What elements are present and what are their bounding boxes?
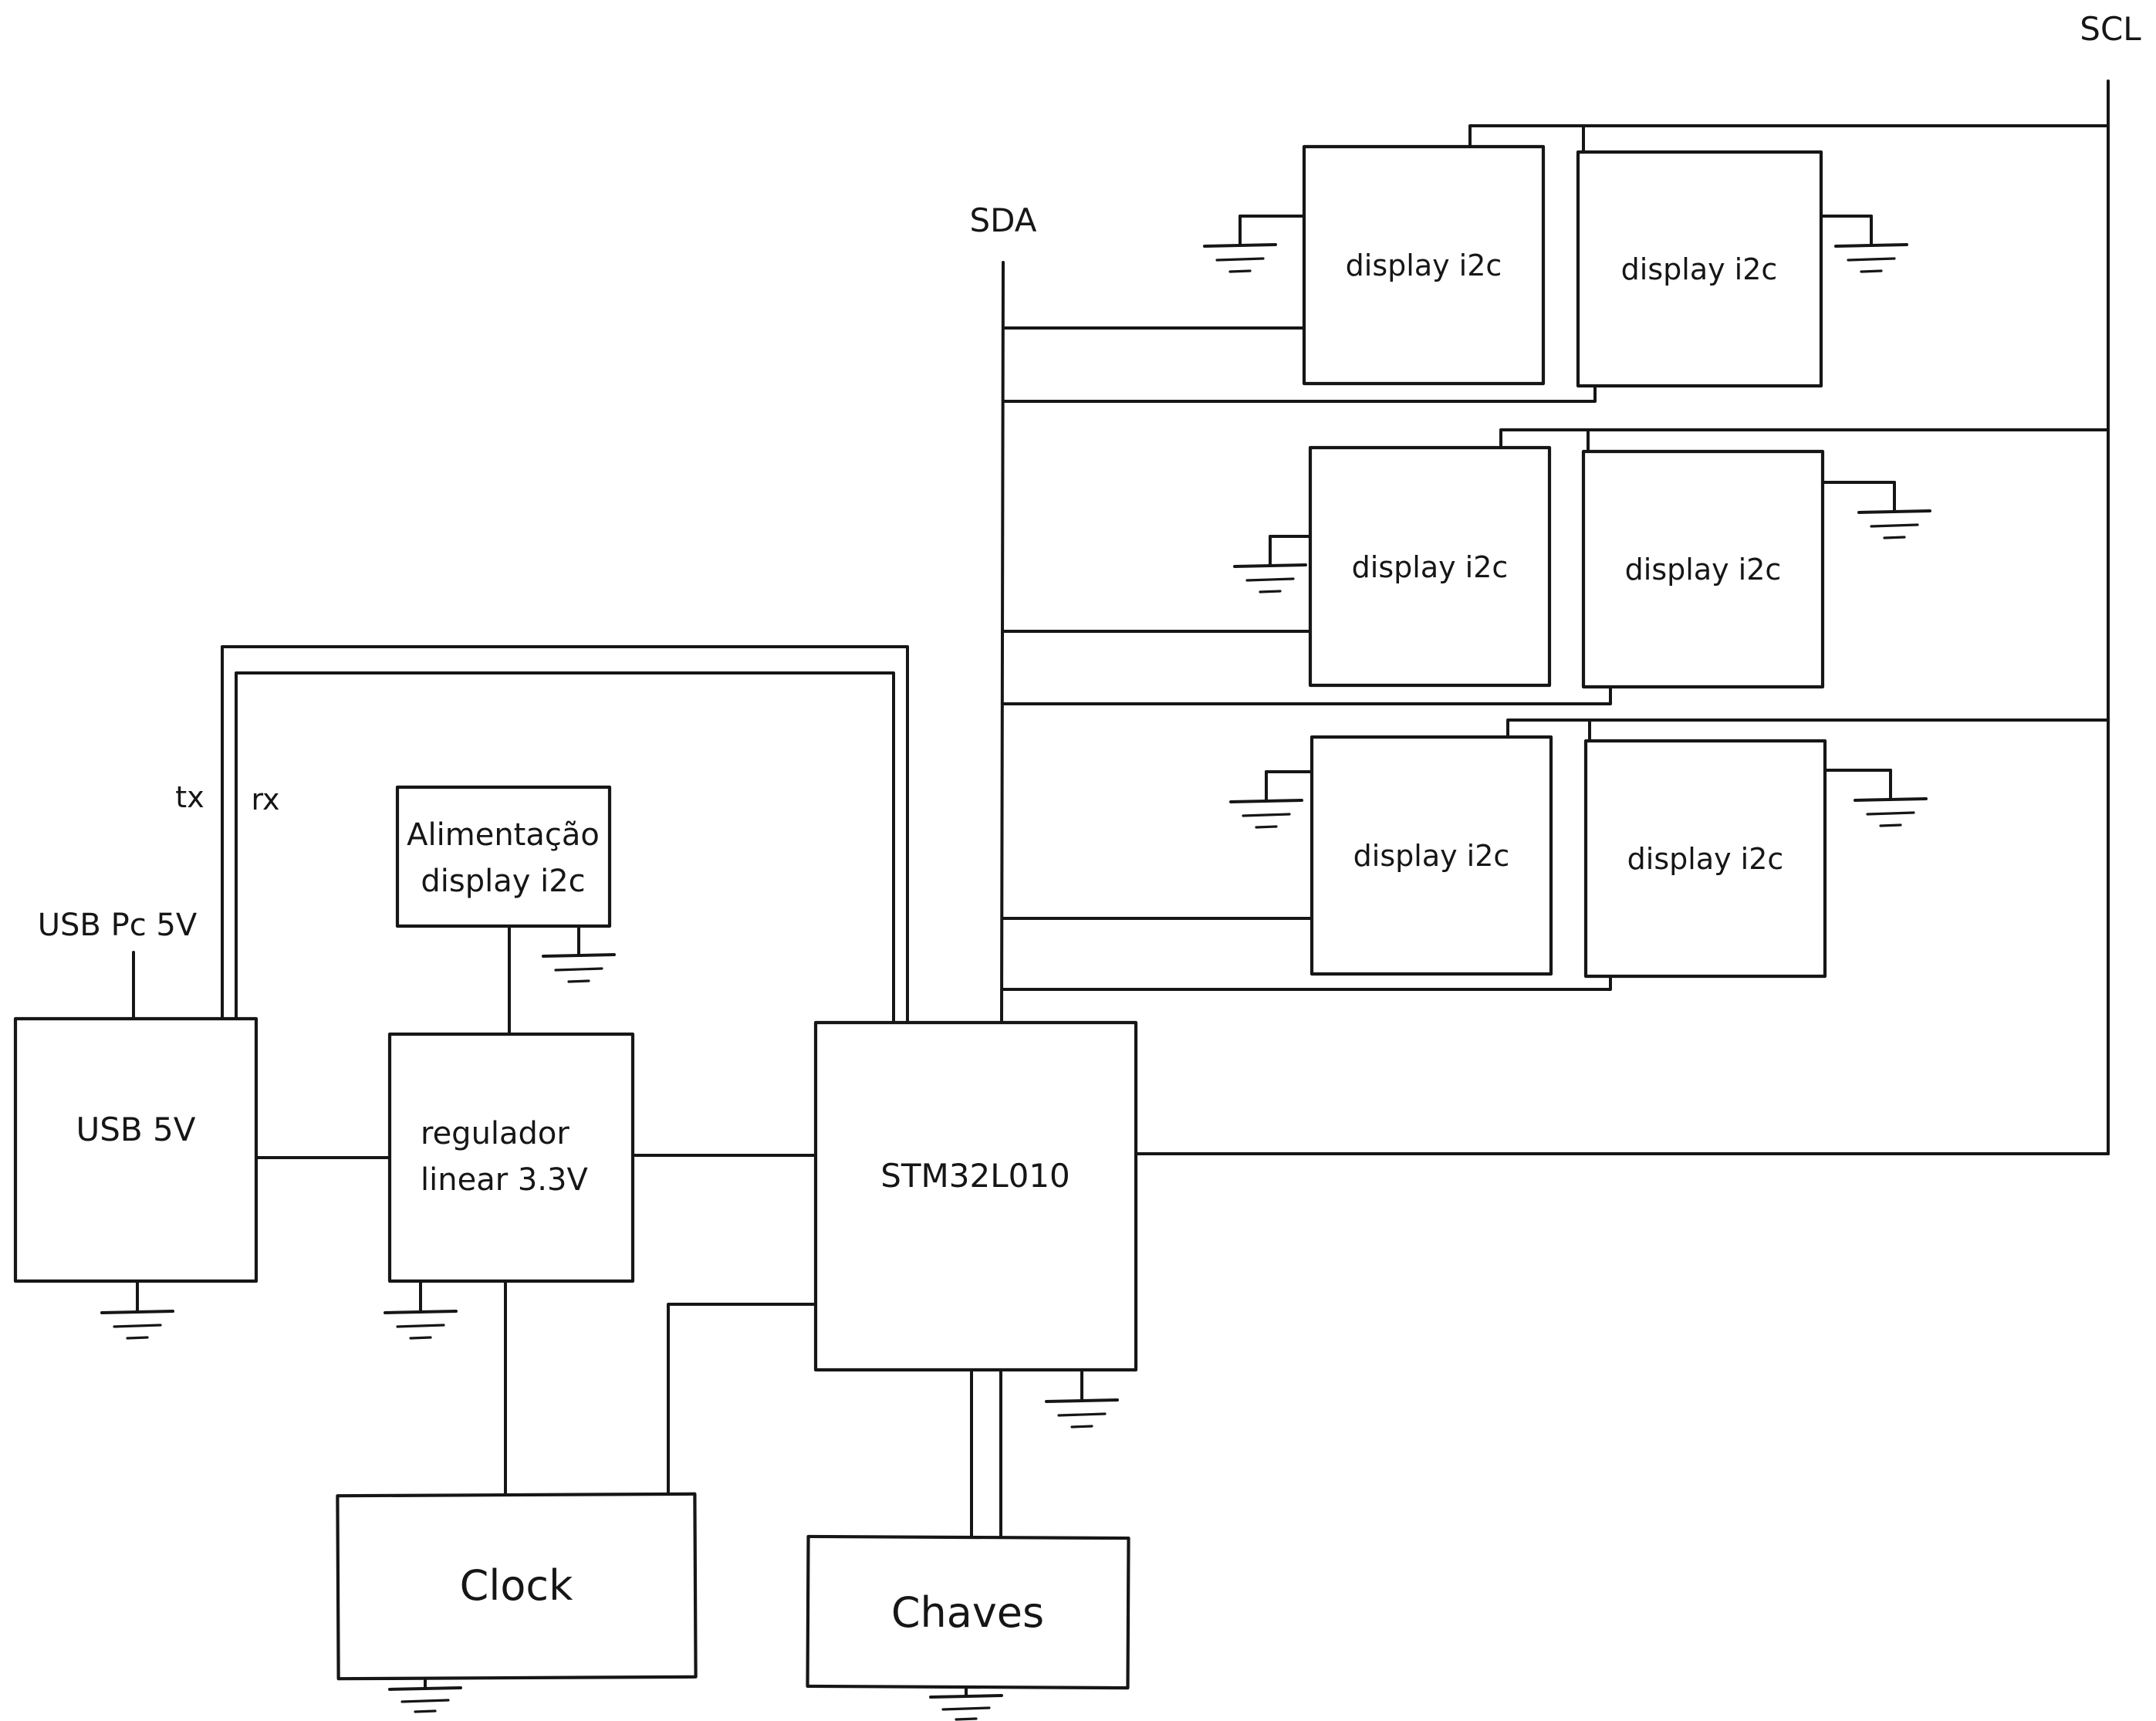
clock-label: Clock xyxy=(460,1561,573,1610)
chaves-label: Chaves xyxy=(891,1588,1044,1637)
usb-ground-icon xyxy=(100,1281,174,1340)
usb-pc-5v-label: USB Pc 5V xyxy=(38,908,198,943)
display-label-1: display i2c xyxy=(1346,249,1502,282)
display-label-2: display i2c xyxy=(1621,252,1778,286)
clock-block xyxy=(336,1492,698,1681)
display-block-2 xyxy=(1576,150,1823,388)
display-block-1 xyxy=(1302,144,1546,386)
display-power-block xyxy=(395,785,612,928)
row1-scl-wire xyxy=(1468,124,2110,148)
display2-ground-icon xyxy=(1834,215,1908,273)
display4-ground-icon xyxy=(1857,481,1931,539)
sda-label: SDA xyxy=(970,201,1037,239)
display-label-3: display i2c xyxy=(1352,550,1509,584)
row1-sda-wire-right xyxy=(1002,384,1597,403)
mcu-ground-icon xyxy=(1045,1370,1119,1429)
regulator-label-line1: regulador xyxy=(421,1116,569,1151)
display-block-3 xyxy=(1308,445,1552,688)
tx-wire xyxy=(221,645,909,1040)
display-block-4 xyxy=(1581,449,1825,689)
chaves-block xyxy=(806,1534,1130,1690)
mcu-block xyxy=(813,1020,1138,1372)
display-label-4: display i2c xyxy=(1625,553,1782,587)
usb-5v-block xyxy=(13,1016,259,1283)
row2-sda-wire-right xyxy=(1002,685,1612,705)
clock-ground-icon xyxy=(388,1678,462,1713)
display5-ground-icon xyxy=(1229,770,1303,829)
sda-bus-line xyxy=(1000,261,1005,1024)
display-label-5: display i2c xyxy=(1353,839,1510,873)
scl-label: SCL xyxy=(2080,10,2141,48)
row2-scl-wire xyxy=(1499,428,2110,449)
usb-5v-label: USB 5V xyxy=(76,1111,195,1148)
regulator-block xyxy=(387,1032,635,1283)
display-power-label-line1: Alimentação xyxy=(407,817,600,853)
display-label-6: display i2c xyxy=(1627,842,1784,876)
display-power-label-line2: display i2c xyxy=(421,864,585,899)
tx-label: tx xyxy=(175,780,204,814)
row3-sda-wire-right xyxy=(1002,972,1612,991)
row3-scl-wire xyxy=(1506,718,2110,739)
display1-ground-icon xyxy=(1203,215,1277,273)
display-block-6 xyxy=(1583,739,1827,979)
display-power-ground-icon xyxy=(542,925,616,983)
display6-ground-icon xyxy=(1854,769,1928,827)
regulator-ground-icon xyxy=(384,1281,458,1340)
clock-mcu-wire xyxy=(667,1303,817,1496)
rx-label: rx xyxy=(251,783,279,817)
mcu-label: STM32L010 xyxy=(880,1157,1070,1195)
display3-ground-icon xyxy=(1233,535,1307,593)
rx-wire xyxy=(235,671,895,1040)
chaves-ground-icon xyxy=(929,1685,1003,1721)
display-block-5 xyxy=(1309,735,1553,976)
regulator-label-line2: linear 3.3V xyxy=(421,1162,588,1198)
